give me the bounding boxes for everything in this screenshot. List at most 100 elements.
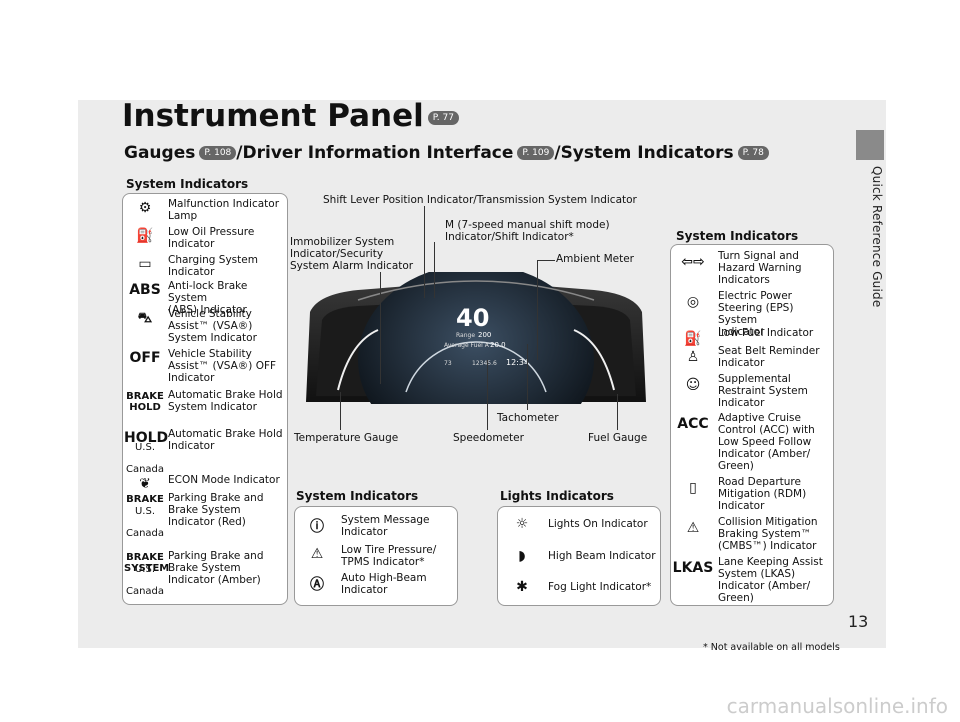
indicator-label-line: Parking Brake and	[168, 550, 264, 562]
fuel-gauge-arc	[573, 329, 615, 391]
indicator-label-line: Low Oil Pressure	[168, 226, 255, 238]
right-panel-heading: System Indicators	[676, 229, 799, 243]
seat-belt-icon: ♙	[686, 349, 700, 365]
indicator-label-line: Anti-lock Brake System	[168, 280, 248, 304]
gauges-page-ref[interactable]: P. 108	[199, 146, 237, 160]
leader-m-mode	[434, 242, 435, 298]
right-indicator-panel	[670, 244, 834, 606]
indicator-label: High Beam Indicator	[548, 550, 658, 562]
odometer: 12345.6	[472, 360, 497, 367]
callout-immobilizer-line-2: Indicator/Security	[290, 248, 384, 260]
indicator-label-line: System Indicator	[168, 332, 257, 344]
title-page-ref[interactable]: P. 77	[427, 110, 459, 125]
indicator-label-line: (ABS) Indicator	[168, 304, 247, 316]
indicator-label-line: Indicator	[168, 266, 215, 278]
indicator-label-line: Lane Keeping Assist	[718, 556, 823, 568]
region-label-us: U.S.	[134, 506, 156, 517]
rdm-icon: ▯	[689, 480, 697, 496]
tpms-icon: ⚠	[310, 546, 324, 562]
indicator-label-line: ECON Mode Indicator	[168, 474, 280, 486]
outside-temp: 73	[444, 360, 452, 367]
range-label: Range	[456, 332, 476, 339]
indicator-label-line: Auto High-Beam	[341, 572, 427, 584]
dii-page-ref[interactable]: P. 109	[517, 146, 555, 160]
instrument-cluster: 40 Range 200 Average Fuel A 20.0 12345.6…	[298, 264, 654, 456]
watermark: carmanualsonline.info	[726, 694, 948, 718]
callout-shift-lever: Shift Lever Position Indicator/Transmiss…	[323, 194, 637, 206]
indicator-label-line: Brake System	[168, 504, 241, 516]
callout-immobilizer-line-3: System Alarm Indicator	[290, 260, 414, 272]
indicator-label-line: Indicator (Amber)	[168, 574, 261, 586]
info-icon: ⓘ	[310, 519, 324, 535]
brake-hold-icon: BRAKE HOLD	[126, 391, 164, 413]
leader-shift-lever	[424, 206, 425, 298]
sidebar-label: Quick Reference Guide	[870, 166, 884, 308]
indicator-label: Lights On Indicator	[548, 518, 658, 530]
indicator-label-line: Indicator (Amber/	[718, 448, 811, 460]
lights-panel	[497, 506, 661, 606]
clock: 12:34	[506, 358, 530, 367]
lights-heading: Lights Indicators	[500, 489, 614, 503]
avg-fuel-value: 20.0	[490, 341, 506, 349]
indicator-label-line: Hazard Warning	[718, 262, 802, 274]
ambient-meter-strip	[357, 280, 595, 301]
sidebar-tab	[856, 130, 884, 160]
indicator-label-line: Turn Signal and	[718, 250, 799, 262]
econ-leaf-icon: ❦	[139, 476, 151, 492]
leader-speedometer	[487, 360, 488, 430]
callout-ambient: Ambient Meter	[556, 253, 634, 265]
indicator-label: ECON Mode Indicator	[168, 474, 286, 486]
indicator-label: Fog Light Indicator*	[548, 581, 658, 593]
brake-system-amber-icon: BRAKE SYSTEM	[124, 552, 170, 574]
fuel-pump-icon: ⛽	[684, 331, 702, 347]
indicator-label-line: Indicators	[718, 274, 770, 286]
cluster-graphic	[306, 264, 646, 456]
callout-immobilizer: Immobilizer System Indicator/Security Sy…	[290, 236, 413, 272]
temperature-gauge-arc	[337, 329, 379, 391]
brake-red-icon: BRAKE	[126, 494, 164, 505]
indicator-label-line: Indicator	[168, 440, 215, 452]
battery-icon: ▭	[138, 256, 152, 272]
indicator-label-line: Indicator	[718, 357, 765, 369]
indicator-label-line: Indicator (Amber/	[718, 580, 811, 592]
subtitle-gauges: Gauges	[124, 143, 196, 163]
indicator-label-line: Braking System™	[718, 528, 812, 540]
hold-icon: HOLD	[124, 430, 169, 446]
region-label-canada: Canada	[125, 464, 165, 475]
region-label-us: U.S.	[134, 564, 156, 575]
left-panel-heading: System Indicators	[126, 177, 249, 191]
indicator-label-line: Indicator	[718, 397, 765, 409]
speed-readout: 40	[456, 304, 490, 332]
vsa-icon: ⛍	[137, 310, 153, 326]
turn-signal-icon: ⇦⇨	[681, 254, 705, 270]
indicator-label-line: Green)	[718, 460, 754, 472]
indicator-label-line: Lights On Indicator	[548, 518, 648, 530]
indicator-label-line: Supplemental	[718, 373, 791, 385]
callout-m-mode: M (7-speed manual shift mode) Indicator/…	[445, 219, 610, 243]
footnote: * Not available on all models	[703, 642, 840, 653]
sys-page-ref[interactable]: P. 78	[737, 146, 769, 160]
indicator-label-line: Parking Brake and	[168, 492, 264, 504]
indicator-label-line: High Beam Indicator	[548, 550, 656, 562]
fog-light-icon: ✱	[516, 579, 528, 595]
page-title-text: Instrument Panel	[122, 98, 424, 134]
callout-tachometer: Tachometer	[497, 412, 559, 424]
indicator-label-line: System Indicator	[168, 401, 257, 413]
callout-temperature: Temperature Gauge	[294, 432, 399, 444]
indicator-label-line: Green)	[718, 592, 754, 604]
indicator-label-line: Collision Mitigation	[718, 516, 818, 528]
cmbs-icon: ⚠	[686, 520, 700, 536]
